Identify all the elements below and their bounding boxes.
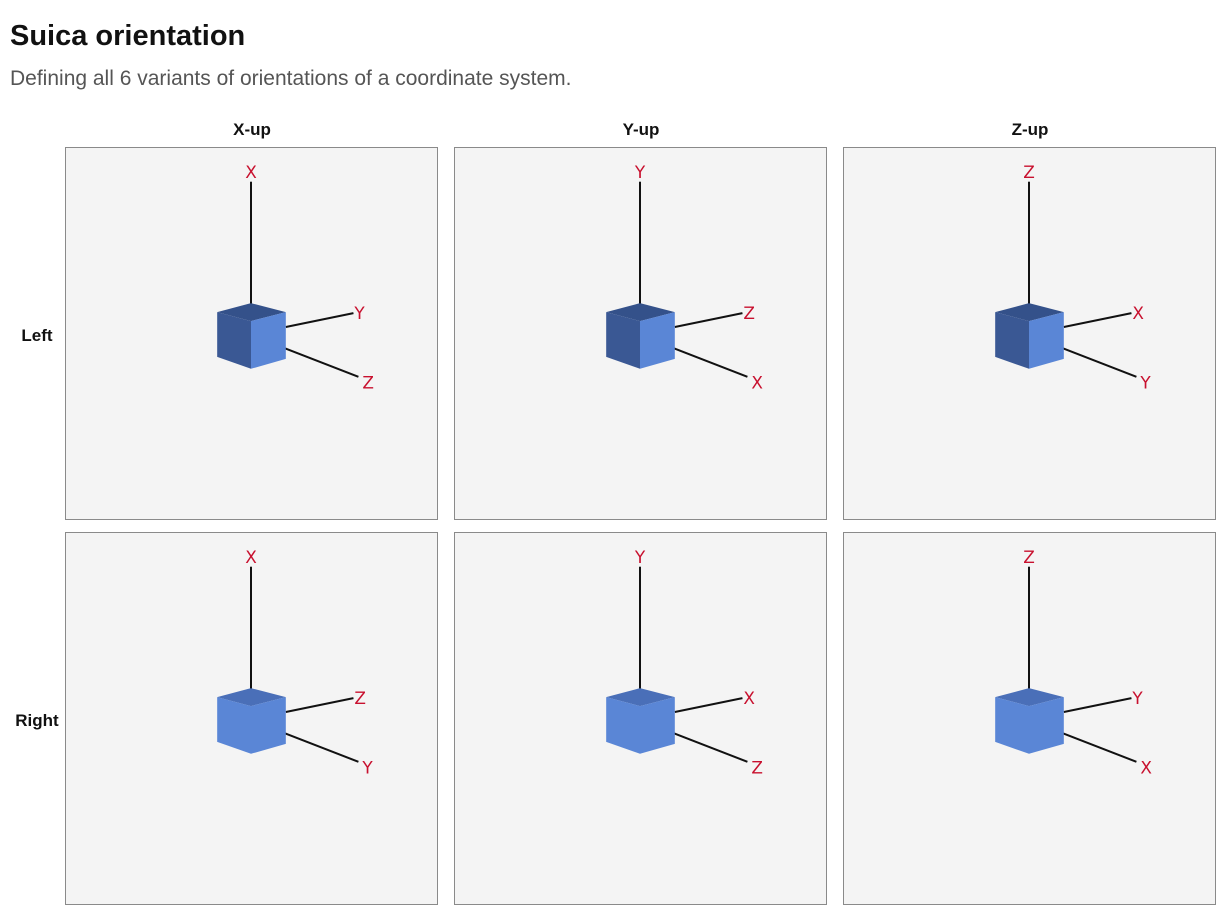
- right-axis-line: [1063, 312, 1132, 329]
- front-axis-label: Y: [1139, 373, 1151, 393]
- up-axis-label: Z: [1023, 162, 1035, 182]
- cube-front-face: [1029, 697, 1064, 754]
- viewport-left-x-up[interactable]: X Y Z: [65, 147, 438, 520]
- cube-side-face: [995, 312, 1030, 369]
- front-axis-label: Z: [751, 758, 763, 778]
- cube-front-face: [1029, 312, 1064, 369]
- cube-side-face: [606, 312, 641, 369]
- viewport-right-y-up[interactable]: Y X Z: [454, 532, 827, 905]
- front-axis-label: X: [1140, 758, 1152, 778]
- column-header-z-up: Z-up: [1011, 120, 1049, 139]
- front-axis-label: Y: [361, 758, 373, 778]
- cube-top-face: [606, 688, 675, 707]
- cube-front-face: [251, 697, 286, 754]
- up-axis-label: Z: [1023, 547, 1035, 567]
- row-header-right: Right: [15, 711, 59, 730]
- right-axis-label: Y: [1131, 688, 1143, 708]
- column-header-y-up: Y-up: [622, 120, 660, 139]
- front-axis-label: Z: [362, 373, 374, 393]
- right-axis-line: [674, 697, 743, 714]
- cube-top-face: [995, 688, 1064, 707]
- cube-top-face: [606, 303, 675, 322]
- viewport-left-y-up[interactable]: Y Z X: [454, 147, 827, 520]
- up-axis-label: X: [245, 547, 257, 567]
- cube-side-face: [217, 312, 252, 369]
- cube-top-face: [217, 303, 286, 322]
- column-header-x-up: X-up: [233, 120, 271, 139]
- cube-front-face: [640, 697, 675, 754]
- up-axis-label: X: [245, 162, 257, 182]
- cube-side-face: [217, 697, 252, 754]
- page-subtitle: Defining all 6 variants of orientations …: [10, 67, 572, 90]
- right-axis-label: Z: [354, 688, 366, 708]
- right-axis-line: [674, 312, 743, 329]
- page-title: Suica orientation: [10, 20, 246, 52]
- cube-side-face: [995, 697, 1030, 754]
- right-axis-line: [285, 312, 354, 329]
- right-axis-line: [1063, 697, 1132, 714]
- cube-top-face: [217, 688, 286, 707]
- cube-top-face: [995, 303, 1064, 322]
- cube-front-face: [640, 312, 675, 369]
- right-axis-label: Y: [353, 303, 365, 323]
- viewport-right-x-up[interactable]: X Z Y: [65, 532, 438, 905]
- up-axis-label: Y: [634, 547, 646, 567]
- cube-side-face: [606, 697, 641, 754]
- viewport-right-z-up[interactable]: Z Y X: [843, 532, 1216, 905]
- right-axis-label: X: [743, 688, 755, 708]
- row-header-left: Left: [21, 326, 53, 345]
- viewport-left-z-up[interactable]: Z X Y: [843, 147, 1216, 520]
- right-axis-line: [285, 697, 354, 714]
- right-axis-label: X: [1132, 303, 1144, 323]
- up-axis-label: Y: [634, 162, 646, 182]
- front-axis-label: X: [751, 373, 763, 393]
- cube-front-face: [251, 312, 286, 369]
- right-axis-label: Z: [743, 303, 755, 323]
